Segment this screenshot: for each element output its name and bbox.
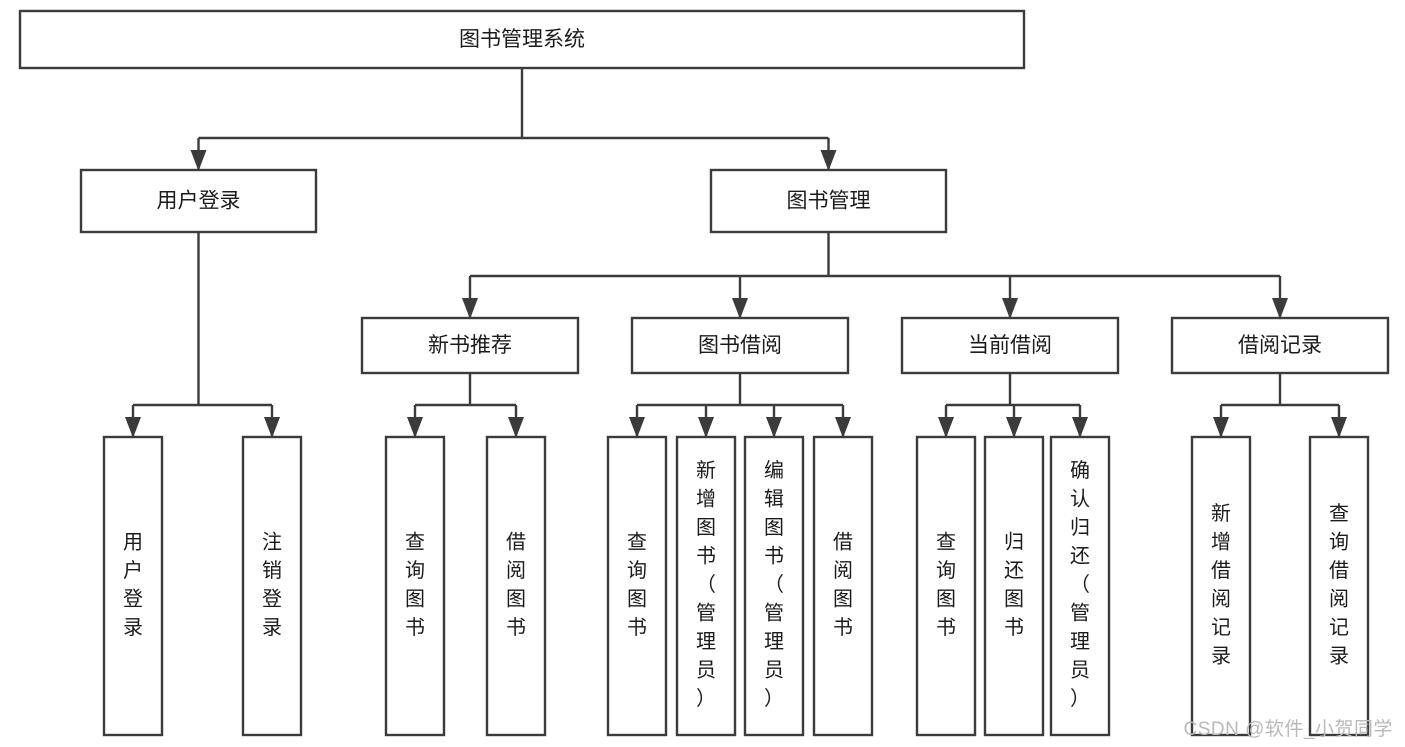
node-label: 当前借阅 xyxy=(968,334,1052,357)
node-label: 新增图书（管理员） xyxy=(696,459,716,710)
node-box[interactable] xyxy=(102,435,164,737)
node-label: 确认归还（管理员） xyxy=(1070,459,1090,710)
node-leaf-confirm-return[interactable]: 确认归还（管理员） xyxy=(1049,435,1111,737)
node-label: 归还图书 xyxy=(1004,531,1024,640)
node-leaf-add-book[interactable]: 新增图书（管理员） xyxy=(675,435,737,737)
arrow-head-icon xyxy=(1006,417,1022,438)
arrow-head-icon xyxy=(190,150,207,171)
node-box[interactable] xyxy=(900,316,1120,375)
node-box[interactable] xyxy=(79,168,318,234)
connector-layer xyxy=(125,68,1347,438)
arrow-head-icon xyxy=(125,417,141,438)
arrow-head-icon xyxy=(407,417,423,438)
node-book-management[interactable]: 图书管理 xyxy=(709,168,948,234)
node-box[interactable] xyxy=(241,435,303,737)
node-box[interactable] xyxy=(1308,435,1370,737)
node-box[interactable] xyxy=(630,316,850,375)
node-label: 用户登录 xyxy=(123,532,143,640)
node-box[interactable] xyxy=(983,435,1045,737)
node-box[interactable] xyxy=(743,435,805,737)
arrow-head-icon xyxy=(1213,417,1229,438)
node-box[interactable] xyxy=(1190,435,1252,737)
node-box[interactable] xyxy=(485,435,547,737)
node-leaf-return-book[interactable]: 归还图书 xyxy=(983,435,1045,737)
node-leaf-borrow-book-1[interactable]: 借阅图书 xyxy=(485,435,547,737)
arrow-head-icon xyxy=(462,298,478,319)
node-label: 查询图书 xyxy=(405,531,425,640)
arrow-head-icon xyxy=(938,417,954,438)
node-leaf-add-record[interactable]: 新增借阅记录 xyxy=(1190,435,1252,737)
arrow-head-icon xyxy=(508,417,524,438)
node-label: 借阅图书 xyxy=(833,531,853,640)
node-leaf-query-book-1[interactable]: 查询图书 xyxy=(384,435,446,737)
node-box[interactable] xyxy=(606,435,668,737)
node-box[interactable] xyxy=(1170,316,1390,375)
node-leaf-user-logout[interactable]: 注销登录 xyxy=(241,435,303,737)
node-book-borrow[interactable]: 图书借阅 xyxy=(630,316,850,375)
node-root[interactable]: 图书管理系统 xyxy=(18,9,1026,70)
node-label: 图书管理 xyxy=(787,190,871,213)
node-leaf-query-record[interactable]: 查询借阅记录 xyxy=(1308,435,1370,737)
node-box[interactable] xyxy=(915,435,977,737)
node-box[interactable] xyxy=(1049,435,1111,737)
arrow-head-icon xyxy=(732,298,748,319)
node-box[interactable] xyxy=(812,435,874,737)
node-leaf-borrow-book-2[interactable]: 借阅图书 xyxy=(812,435,874,737)
node-label: 新书推荐 xyxy=(428,334,512,357)
node-leaf-user-login[interactable]: 用户登录 xyxy=(102,435,164,737)
node-box[interactable] xyxy=(18,9,1026,70)
node-borrow-record[interactable]: 借阅记录 xyxy=(1170,316,1390,375)
arrow-head-icon xyxy=(1002,298,1018,319)
node-label: 借阅记录 xyxy=(1238,334,1322,357)
node-leaf-query-book-3[interactable]: 查询图书 xyxy=(915,435,977,737)
node-label: 注销登录 xyxy=(262,531,282,640)
node-label: 图书借阅 xyxy=(698,334,782,357)
node-leaf-edit-book[interactable]: 编辑图书（管理员） xyxy=(743,435,805,737)
arrow-head-icon xyxy=(1331,417,1347,438)
node-label: 查询图书 xyxy=(627,531,647,640)
node-new-book-recommend[interactable]: 新书推荐 xyxy=(360,316,580,375)
node-label: 查询图书 xyxy=(936,531,956,640)
node-layer: 图书管理系统用户登录图书管理新书推荐图书借阅当前借阅借阅记录用户登录注销登录查询… xyxy=(18,9,1390,737)
node-leaf-query-book-2[interactable]: 查询图书 xyxy=(606,435,668,737)
arrow-head-icon xyxy=(698,417,714,438)
arrow-head-icon xyxy=(264,417,280,438)
node-current-borrow[interactable]: 当前借阅 xyxy=(900,316,1120,375)
arrow-head-icon xyxy=(820,150,837,171)
arrow-head-icon xyxy=(766,417,782,438)
node-box[interactable] xyxy=(384,435,446,737)
node-label: 图书管理系统 xyxy=(459,28,585,51)
node-label: 用户登录 xyxy=(157,190,241,213)
arrow-head-icon xyxy=(1272,298,1288,319)
node-box[interactable] xyxy=(675,435,737,737)
node-label: 编辑图书（管理员） xyxy=(764,459,784,710)
arrow-head-icon xyxy=(835,417,851,438)
csdn-watermark: CSDN @软件_小贺同学 xyxy=(1183,719,1393,740)
node-label: 借阅图书 xyxy=(506,531,526,640)
arrow-head-icon xyxy=(1072,417,1088,438)
node-label: 新增借阅记录 xyxy=(1211,502,1231,668)
node-box[interactable] xyxy=(360,316,580,375)
arrow-head-icon xyxy=(629,417,645,438)
node-user-login[interactable]: 用户登录 xyxy=(79,168,318,234)
node-box[interactable] xyxy=(709,168,948,234)
node-label: 查询借阅记录 xyxy=(1329,502,1349,668)
